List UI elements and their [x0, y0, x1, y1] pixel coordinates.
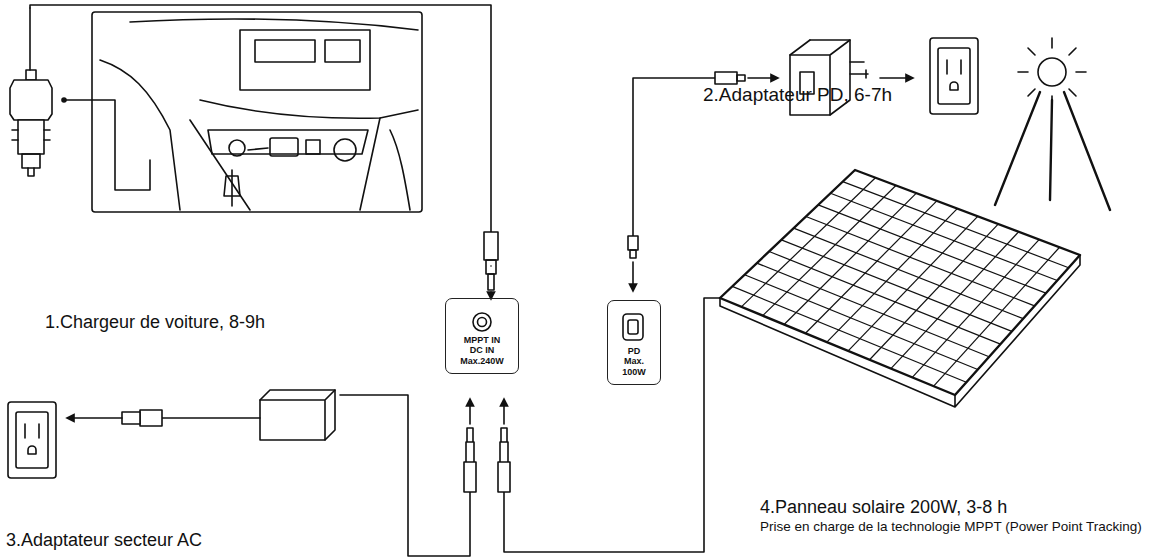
solar-cable	[504, 298, 720, 552]
panel-grid	[827, 209, 957, 342]
car-charger-label: 1.Chargeur de voiture, 8-9h	[40, 312, 270, 334]
wall-outlet-left	[8, 402, 56, 478]
solar-panel	[720, 170, 1080, 407]
car-interior	[92, 12, 422, 212]
panel-grid	[912, 240, 1039, 378]
panel-grid	[781, 240, 1011, 332]
panel-grid	[794, 228, 1024, 318]
panel-grid	[741, 178, 875, 307]
dc-input-port: MPPT IN DC IN Max.240W	[445, 298, 519, 374]
pd-input-port: PD Max. 100W	[607, 300, 661, 385]
pd-adapter-label: 2.Adaptateur PD, 6-7h	[703, 84, 943, 107]
mppt-note: Prise en charge de la technologie MPPT (…	[760, 519, 1160, 535]
panel-grid	[757, 263, 989, 357]
panel-grid	[818, 205, 1046, 293]
sun	[995, 38, 1110, 210]
panel-grid	[848, 216, 978, 351]
dc-plug-top	[484, 232, 498, 290]
ac-adapter-label: 3.Adaptateur secteur AC	[6, 530, 306, 552]
arrow	[490, 292, 492, 296]
panel-grid	[763, 185, 896, 315]
panel-grid	[843, 182, 1069, 268]
port-label: MPPT IN DC IN Max.240W	[459, 335, 505, 366]
dc-plugs-bottom	[464, 402, 510, 492]
port-label: PD Max. 100W	[619, 346, 649, 377]
panel-grid	[830, 193, 1057, 280]
wall-outlet-right	[930, 38, 978, 114]
panel-grid	[806, 217, 1035, 306]
car-charger-plug	[10, 8, 150, 190]
panel-grid	[891, 232, 1019, 369]
solar-panel-label: 4.Panneau solaire 200W, 3-8 h	[760, 497, 1160, 519]
panel-grid	[805, 201, 936, 333]
panel-grid	[769, 251, 1000, 344]
panel-grid	[934, 247, 1060, 386]
panel-grid	[784, 193, 916, 324]
car-cable	[30, 5, 491, 232]
panel-grid	[870, 224, 999, 360]
